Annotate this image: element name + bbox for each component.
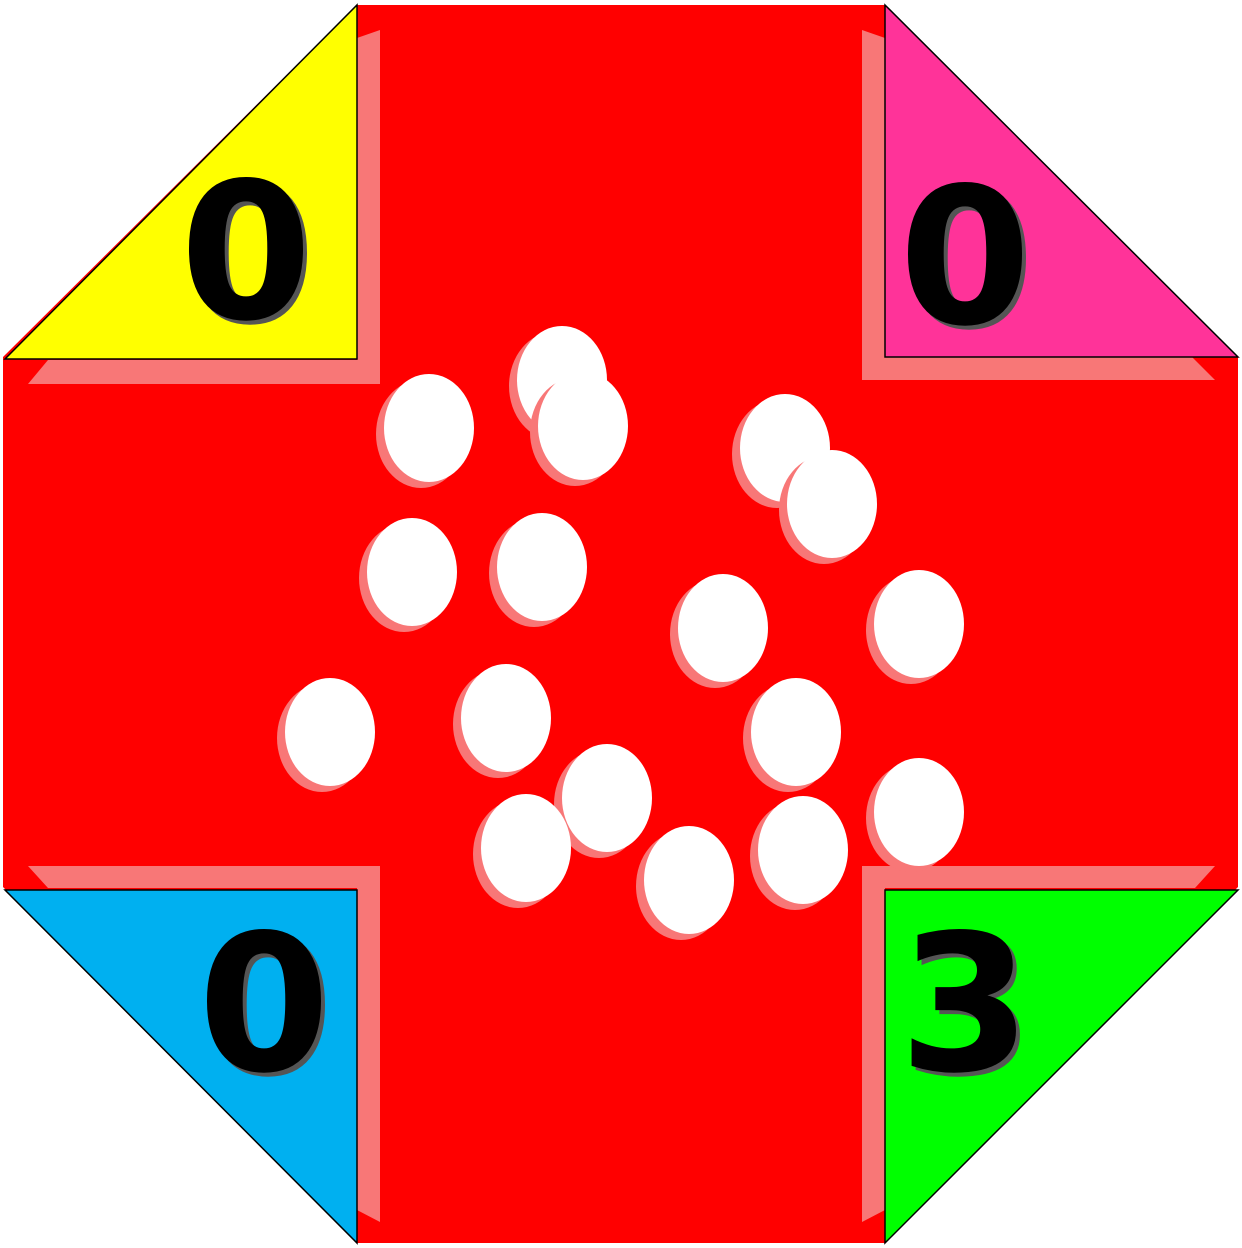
svg-text:0: 0: [903, 151, 1035, 372]
ball[interactable]: [779, 450, 877, 564]
svg-text:3: 3: [899, 894, 1031, 1115]
ball-body: [562, 744, 652, 852]
corner-bottom-left: [3, 889, 358, 1245]
score-bottom-left: 0 0: [198, 894, 334, 1119]
ball[interactable]: [670, 574, 768, 688]
ball[interactable]: [277, 678, 375, 792]
svg-text:0: 0: [899, 147, 1031, 368]
ball-body: [367, 518, 457, 626]
ball-body: [678, 574, 768, 682]
svg-text:0: 0: [184, 146, 316, 367]
ball-body: [644, 826, 734, 934]
ball-body: [384, 374, 474, 482]
ball[interactable]: [453, 664, 551, 778]
svg-text:0: 0: [202, 898, 334, 1119]
ball[interactable]: [489, 513, 587, 627]
ball[interactable]: [530, 372, 628, 486]
ball-body: [758, 796, 848, 904]
ball-body: [874, 570, 964, 678]
svg-text:3: 3: [903, 898, 1035, 1119]
score-top-right: 0 0: [899, 147, 1035, 372]
corner-bottom-right: [884, 889, 1240, 1245]
svg-text:0: 0: [198, 894, 330, 1115]
corner-top-right: [884, 3, 1240, 358]
ball[interactable]: [376, 374, 474, 488]
balls-layer: [277, 326, 964, 940]
ball[interactable]: [473, 794, 571, 908]
score-bottom-right: 3 3: [899, 894, 1035, 1119]
ball[interactable]: [750, 796, 848, 910]
ball-body: [751, 678, 841, 786]
ball-body: [481, 794, 571, 902]
ball-body: [497, 513, 587, 621]
ball[interactable]: [743, 678, 841, 792]
ball-body: [538, 372, 628, 480]
score-top-left: 0 0: [180, 142, 316, 367]
ball[interactable]: [359, 518, 457, 632]
corner-top-left: [3, 3, 358, 360]
svg-text:0: 0: [180, 142, 312, 363]
ball-body: [285, 678, 375, 786]
ball[interactable]: [866, 758, 964, 872]
ball-body: [461, 664, 551, 772]
ball[interactable]: [554, 744, 652, 858]
ball[interactable]: [636, 826, 734, 940]
ball-body: [874, 758, 964, 866]
ball-body: [787, 450, 877, 558]
ball[interactable]: [866, 570, 964, 684]
